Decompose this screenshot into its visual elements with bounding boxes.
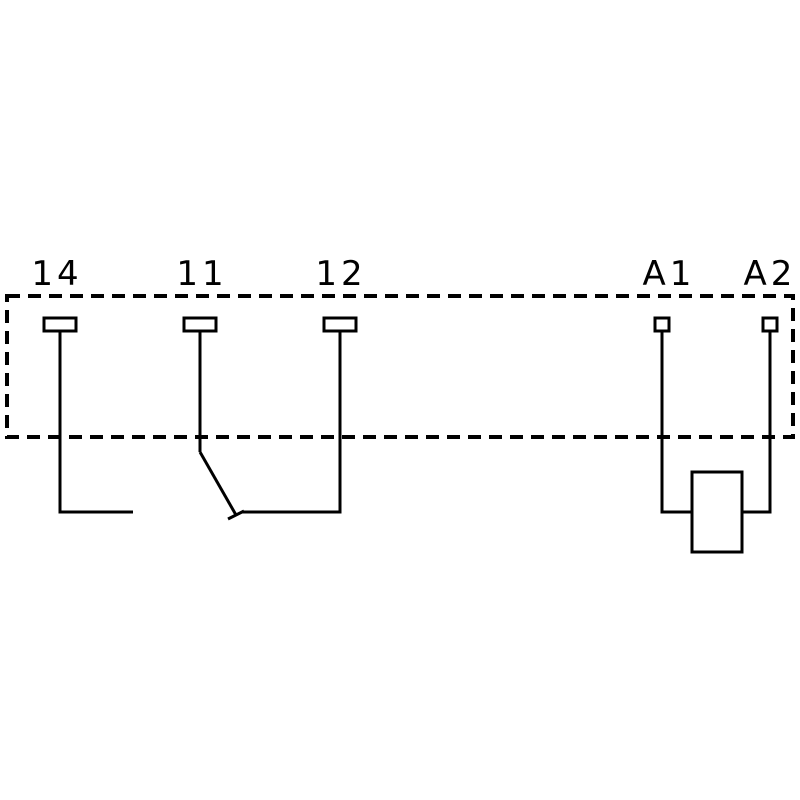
terminal-pads: [42, 316, 779, 333]
terminal-pad-14: [42, 316, 78, 333]
terminal-pad-11: [182, 316, 218, 333]
wire-terminal-12: [242, 331, 342, 514]
switch-contact-arm-tick: [227, 509, 245, 521]
terminal-label-a1: A1: [643, 254, 696, 294]
terminal-pad-12: [322, 316, 358, 333]
terminal-label-12: 12: [315, 254, 366, 294]
terminal-pad-a2: [761, 316, 779, 333]
switch-contact-arm: [198, 451, 238, 516]
terminal-pad-a1: [653, 316, 671, 333]
wire-terminal-a2: [742, 331, 772, 514]
wire-terminal-a1: [660, 331, 692, 514]
relay-body-outline: [5, 294, 795, 439]
terminal-label-a2: A2: [744, 254, 797, 294]
wire-terminal-14: [58, 331, 133, 514]
terminal-labels: 14 11 12 A1 A2: [31, 254, 797, 294]
wires: [58, 331, 772, 521]
relay-coil: [690, 470, 744, 554]
terminal-label-14: 14: [31, 254, 82, 294]
terminal-label-11: 11: [176, 254, 227, 294]
